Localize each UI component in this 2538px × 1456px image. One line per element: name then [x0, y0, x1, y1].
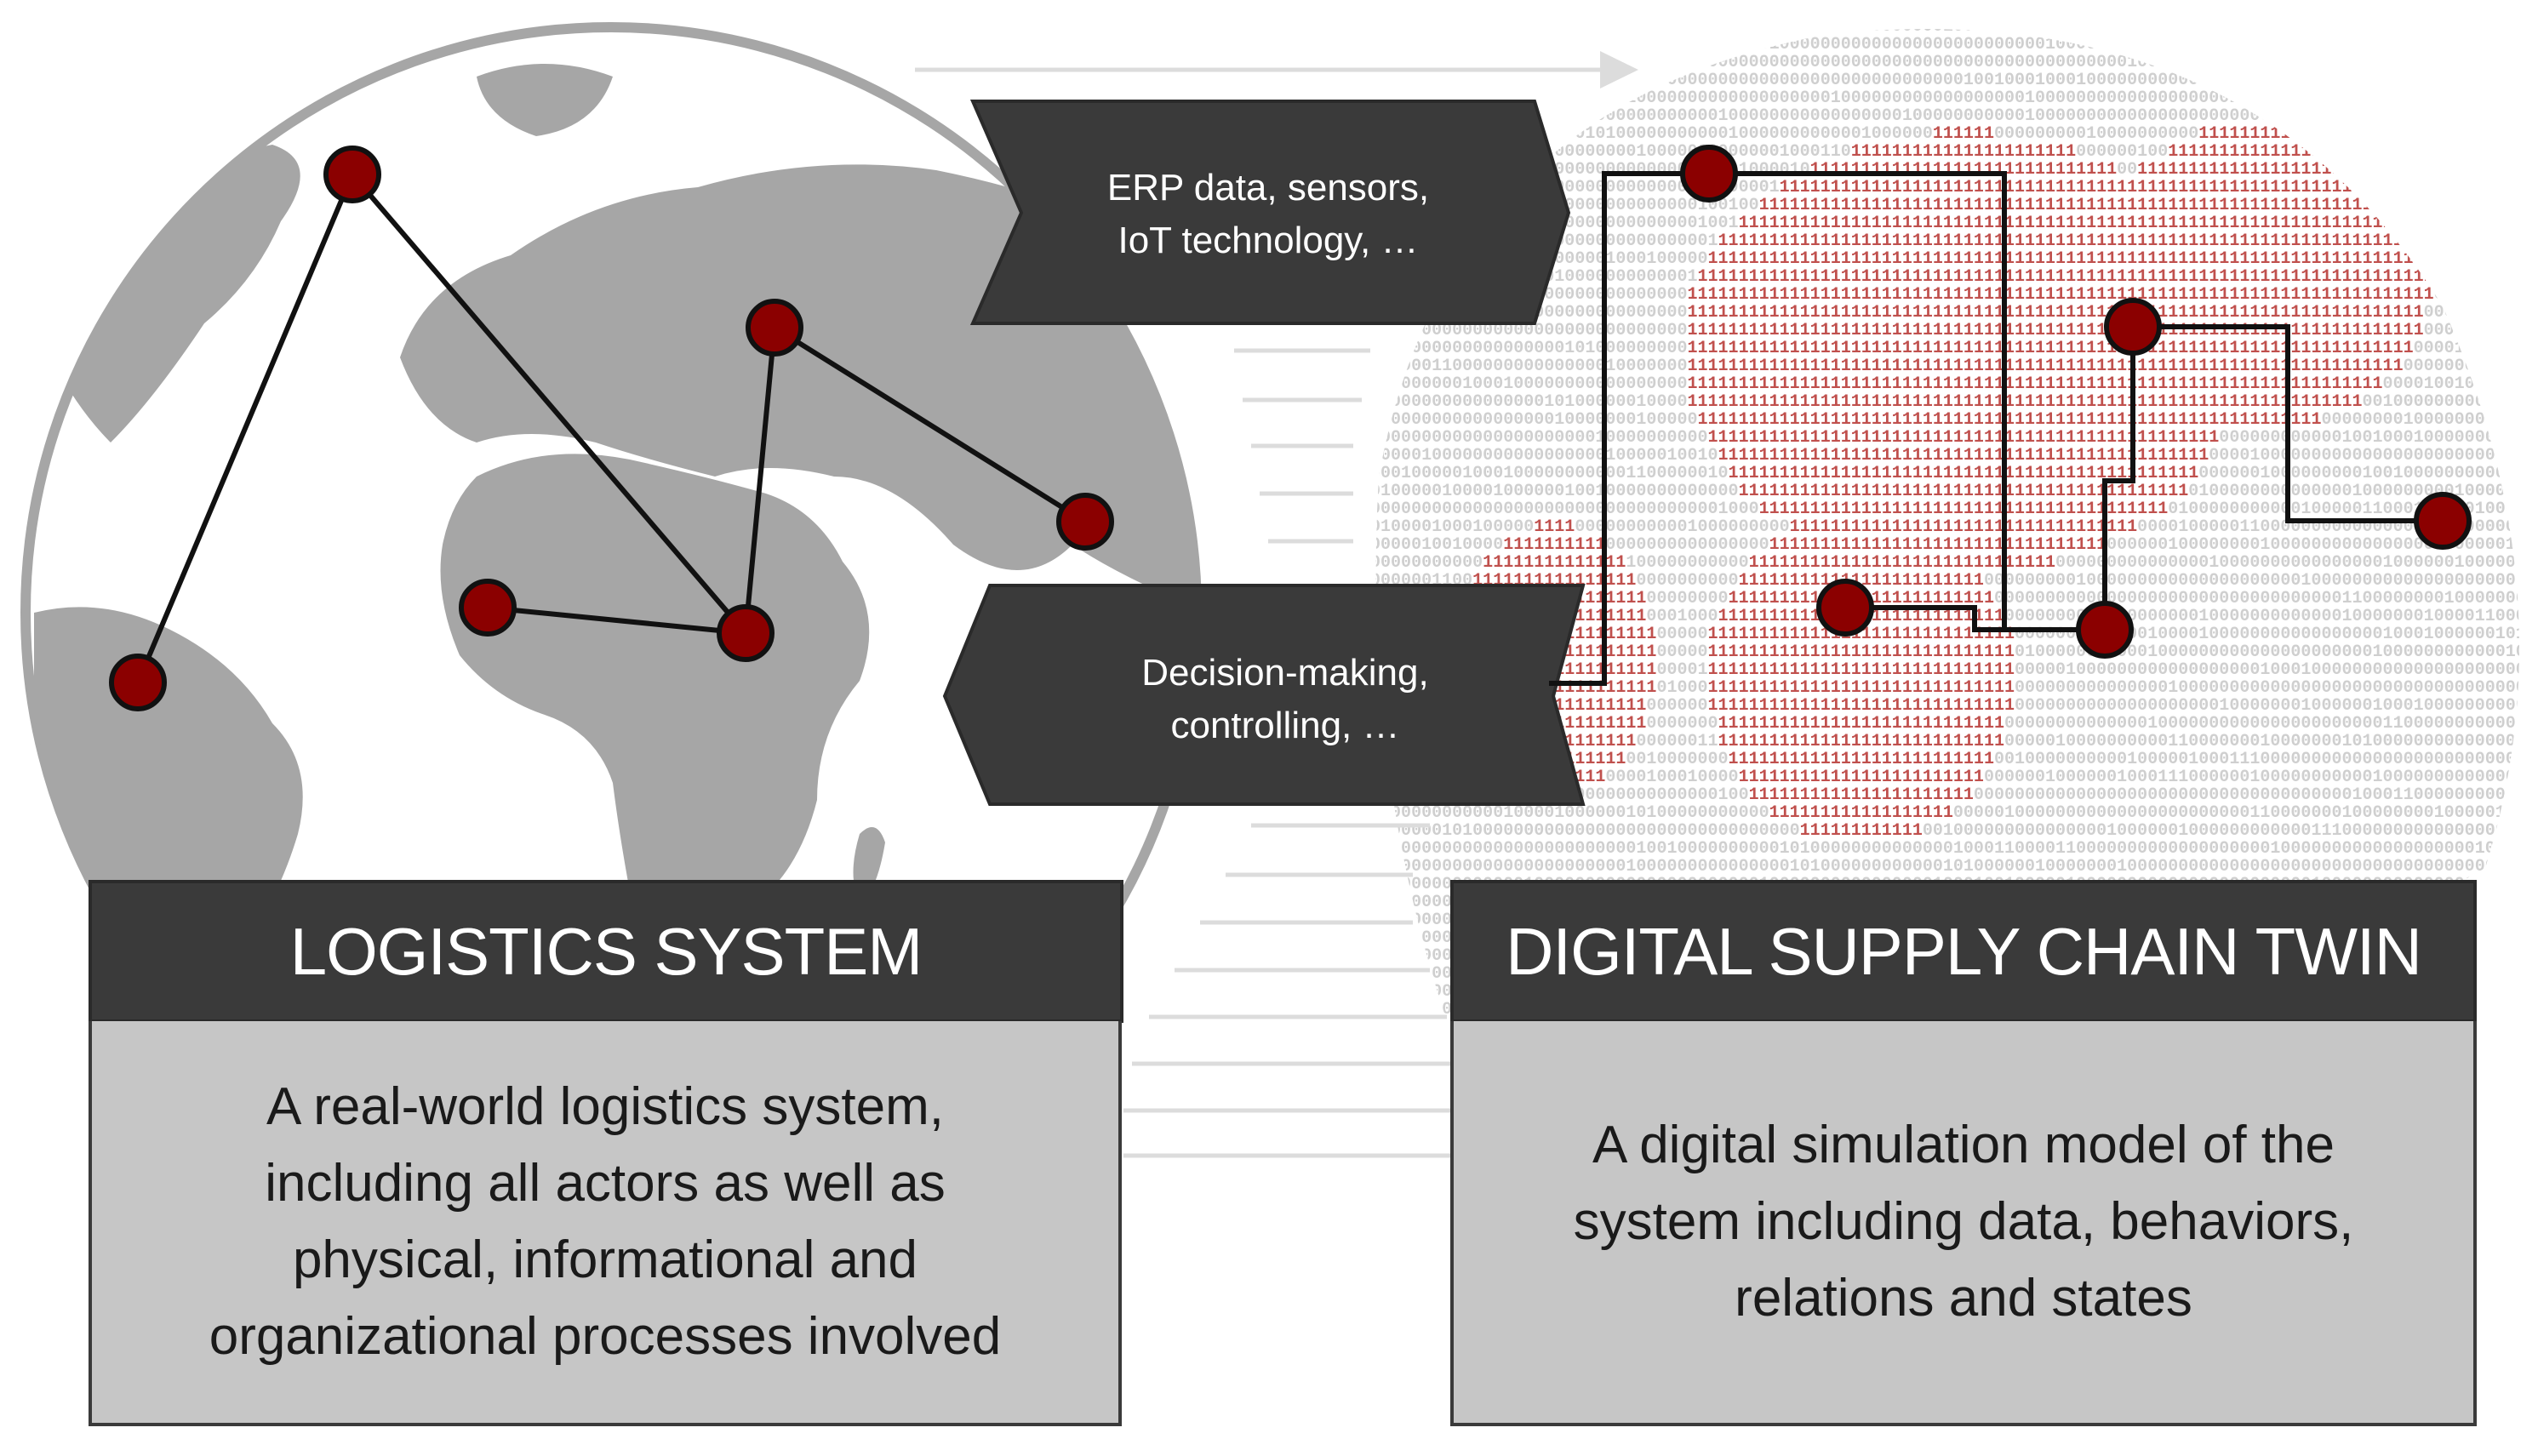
route	[135, 173, 355, 684]
twin-link	[1845, 605, 2105, 632]
binary-row: 1000000000000000000101000000000111111111…	[1370, 339, 2538, 358]
route	[743, 327, 777, 634]
arrow-to-twin	[969, 100, 1571, 325]
flow-label-to-system: Decision-making, controlling, …	[1047, 647, 1523, 752]
binary-row: 0010001100000000000000010000000111111111…	[1370, 357, 2538, 376]
flow-arrowhead	[1600, 51, 1638, 89]
binary-row: 0100000100001000000100100000000000001111…	[1370, 482, 2538, 501]
binary-row: 0000000011111111111111111111010001111111…	[1370, 678, 2538, 698]
twin-link	[2133, 324, 2443, 523]
nodes	[109, 145, 2472, 711]
twin-node	[2104, 298, 2162, 356]
route	[773, 325, 1087, 524]
binary-row: 0000001100111111111111111100000000001111…	[1370, 571, 2538, 591]
logistics-system-header: LOGISTICS SYSTEM	[89, 880, 1123, 1023]
twin-node	[2076, 601, 2134, 659]
digital-twin-header: DIGITAL SUPPLY CHAIN TWIN	[1450, 880, 2477, 1023]
binary-row: 1000001001000000100000010000000001001001…	[1370, 35, 2538, 54]
binary-row: 0000000000000000000000100000000001111111…	[1370, 428, 2538, 448]
binary-row: 0000000001000100000000000000000111111111…	[1370, 374, 2538, 394]
node	[109, 654, 167, 711]
logistics-network	[135, 173, 1087, 684]
binary-row: 0000000101000000000000000000000000000000…	[1370, 821, 2538, 841]
route	[350, 173, 748, 635]
digital-twin-title: DIGITAL SUPPLY CHAIN TWIN	[1506, 913, 2422, 991]
twin-link	[2102, 327, 2135, 630]
binary-row: 0000000000000000000000000000000000100011…	[1370, 500, 2538, 519]
twin-link	[1549, 171, 1709, 686]
digital-twin-description: A digital simulation model of the system…	[1574, 1107, 2354, 1337]
binary-row: 0001000001000100000000000110000001011111…	[1370, 464, 2538, 483]
binary-row: 0100000000000000010100000010000111111111…	[1370, 392, 2538, 412]
arrow-to-system	[942, 584, 1586, 806]
twin-node	[1680, 145, 1738, 203]
binary-row: 0110001100000000100000000100000000000000…	[1370, 89, 2538, 108]
twin-node	[1816, 579, 1874, 637]
flow-lines	[915, 51, 1638, 1158]
digital-twin-body: A digital simulation model of the system…	[1450, 1021, 2477, 1426]
binary-row: 0000000000011111111111111100000000000111…	[1370, 553, 2538, 573]
binary-row: 0000010010000111111111100000000000000001…	[1370, 535, 2538, 555]
binary-row: 0000000000000000001000000010000011111111…	[1370, 410, 2538, 430]
route	[487, 605, 746, 636]
node	[459, 579, 517, 637]
binary-row: 0100001000100000111100000000000100000000…	[1370, 517, 2538, 537]
binary-row: 0000001000000100000001000000000000000000…	[1370, 17, 2538, 37]
continent-greenland	[477, 64, 613, 136]
binary-row: 0000000000000000000000000100000000000000…	[1370, 857, 2538, 876]
node	[1056, 493, 1114, 551]
flow-label-to-twin: ERP data, sensors, IoT technology, …	[1047, 162, 1489, 267]
logistics-system-body: A real-world logistics system, including…	[89, 1021, 1122, 1426]
twin-network	[1549, 171, 2443, 686]
node	[717, 604, 775, 662]
binary-row: 0000000000000000000000000000000111111111…	[1370, 303, 2538, 323]
logistics-system-title: LOGISTICS SYSTEM	[290, 913, 923, 991]
binary-row: 0000000000000000000000000010010000000000…	[1370, 839, 2538, 859]
binary-row: 0100000000000100001000000101000000000001…	[1370, 803, 2538, 823]
binary-row: 0000010000000000000000010000010010111111…	[1370, 446, 2538, 465]
twin-node	[2414, 492, 2472, 550]
logistics-system-description: A real-world logistics system, including…	[209, 1069, 1002, 1375]
continent-africa	[440, 454, 870, 1021]
binary-row: 0000001000001000000000000000000000100000…	[1370, 106, 2538, 126]
node	[746, 299, 803, 357]
node	[323, 146, 381, 203]
binary-row: 0000000000000000000000000000000111111111…	[1370, 321, 2538, 340]
